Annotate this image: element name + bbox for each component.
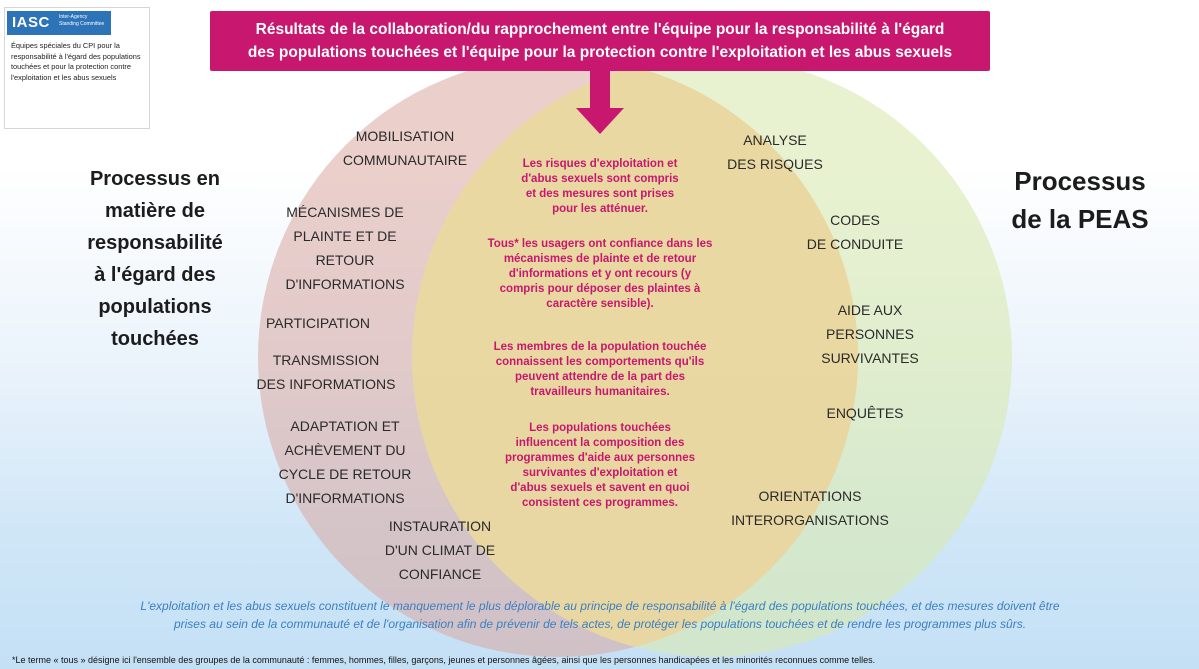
down-arrow-icon [576,70,624,134]
bottom-statement: L'exploitation et les abus sexuels const… [140,599,1060,631]
left-item-adaptation: ADAPTATION ET ACHÈVEMENT DU CYCLE DE RET… [278,418,412,506]
left-item-mobilisation: MOBILISATION COMMUNAUTAIRE [342,128,468,168]
logo-acronym: IASC [12,14,50,31]
right-item-aide: AIDE AUX PERSONNES SURVIVANTES [821,302,919,366]
left-item-instauration: INSTAURATION D'UN CLIMAT DE CONFIANCE [384,518,496,582]
overlap-region [412,57,858,657]
left-item-participation: PARTICIPATION [266,315,370,331]
right-item-analyse: ANALYSE DES RISQUES [727,132,823,172]
left-item-mecanismes: MÉCANISMES DE PLAINTE ET DE RETOUR D'INF… [285,204,405,292]
left-item-transmission: TRANSMISSION DES INFORMATIONS [256,352,396,392]
right-item-orientations: ORIENTATIONS INTERORGANISATIONS [731,488,889,528]
logo-small-text: Inter-Agency Standing Committee [59,14,105,27]
outcome-confiance: Tous* les usagers ont confiance dans les… [487,238,713,310]
footnote: *Le terme « tous » désigne ici l'ensembl… [12,655,876,665]
iasc-logo: IASC Inter-Agency Standing Committee Équ… [4,7,150,129]
outcome-programmes: Les populations touchées influencent la … [505,422,695,509]
header-title: Résultats de la collaboration/du rapproc… [210,11,990,71]
right-process-title: Processus de la PEAS [1011,166,1149,234]
right-item-enquetes: ENQUÊTES [826,405,904,421]
left-process-title: Processus en matière de responsabilité à… [87,168,223,350]
right-item-codes: CODES DE CONDUITE [806,212,904,252]
iasc-logo-bar: IASC Inter-Agency Standing Committee [7,11,111,35]
logo-description: Équipes spéciales du CPI pour la respons… [11,41,141,82]
outcome-comportements: Les membres de la population touchée con… [493,341,707,398]
outcome-risques: Les risques d'exploitation et d'abus sex… [521,158,679,215]
